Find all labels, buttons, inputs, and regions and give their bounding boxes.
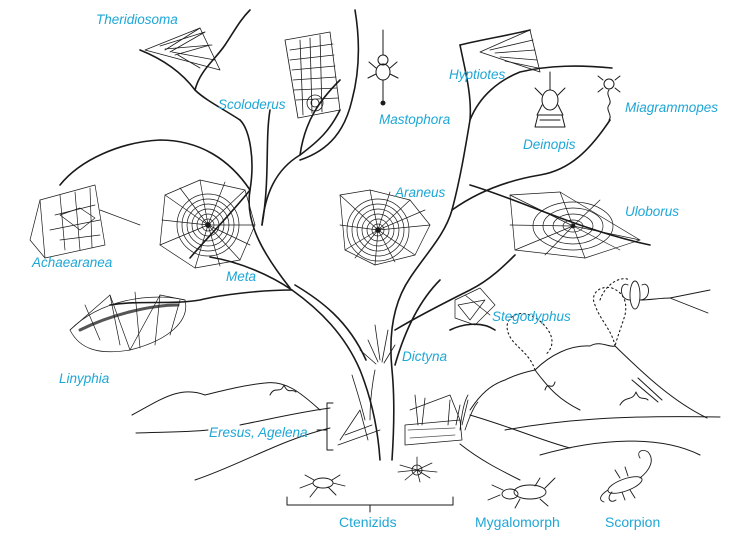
label-achaearanea: Achaearanea: [32, 255, 113, 270]
web-mastophora: [367, 29, 399, 106]
web-dictyna: [359, 324, 396, 365]
grass-tufts: [351, 369, 479, 431]
ctenizids-bracket: [286, 496, 454, 513]
tree-trunk: [59, 9, 651, 461]
label-stegodyphus: Stegodyphus: [492, 309, 571, 324]
label-ctenizids: Ctenizids: [339, 514, 397, 530]
ctenizid-spider-2: [397, 456, 438, 483]
mayfly-insect: [621, 280, 711, 314]
label-meta: Meta: [226, 269, 257, 284]
landscape: [131, 343, 721, 481]
label-scoloderus: Scoloderus: [218, 97, 286, 112]
web-theridiosoma: [144, 27, 221, 71]
label-mygalomorph: Mygalomorph: [475, 514, 560, 530]
web-hyptiotes: [479, 29, 541, 73]
label-uloborus: Uloborus: [625, 204, 680, 219]
web-miagrammopes: [597, 75, 621, 121]
ctenizid-spider-1: [299, 474, 346, 498]
label-theridiosoma: Theridiosoma: [96, 12, 178, 27]
scorpion: [600, 449, 652, 503]
label-linyphia: Linyphia: [59, 371, 110, 386]
web-uloborus: [509, 191, 641, 259]
web-stegodyphus: [454, 287, 496, 326]
eresus-agelena-webs: [337, 394, 469, 446]
label-deinopis: Deinopis: [523, 137, 576, 152]
label-scorpion: Scorpion: [605, 514, 661, 530]
web-meta: [159, 179, 256, 269]
mygalomorph-spider: [487, 477, 556, 509]
web-scoloderus: [284, 31, 341, 119]
label-mastophora: Mastophora: [379, 112, 451, 127]
label-eresus-agelena: Eresus, Agelena: [209, 425, 308, 440]
web-deinopis: [534, 71, 566, 128]
orb-rings: [346, 198, 410, 262]
web-araneus: [339, 189, 431, 266]
web-linyphia: [69, 291, 187, 353]
label-miagrammopes: Miagrammopes: [625, 100, 719, 115]
web-achaearanea: [29, 184, 141, 259]
label-dictyna: Dictyna: [402, 349, 448, 364]
volcano-smoke: [506, 278, 631, 371]
eresus-bracket: [316, 402, 334, 451]
label-hyptiotes: Hyptiotes: [449, 67, 506, 82]
label-araneus: Araneus: [395, 185, 446, 200]
